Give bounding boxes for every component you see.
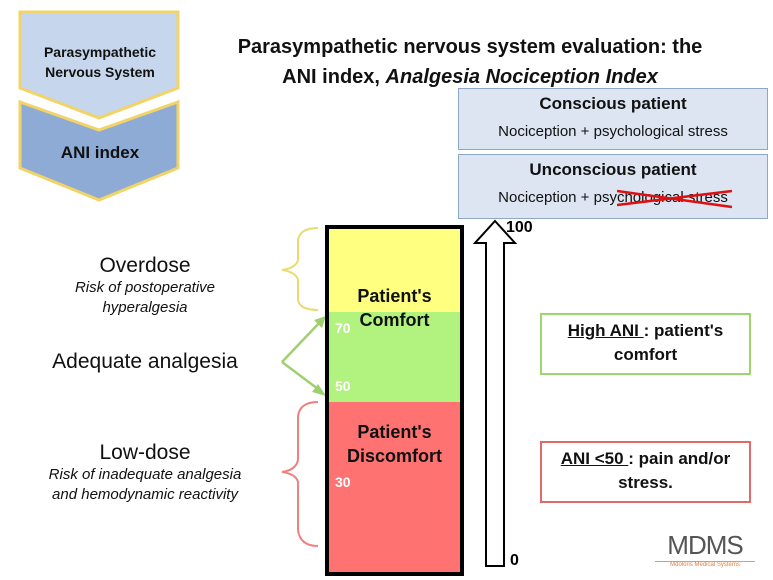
logo-name: MDMS	[667, 530, 743, 560]
logo-subtitle: Mdoloris Medical Systems	[655, 561, 755, 568]
chevron-graphic	[18, 10, 180, 202]
mdms-logo: MDMS Mdoloris Medical Systems	[655, 530, 755, 568]
green-arrow-down	[281, 361, 323, 393]
green-arrow-up	[281, 319, 323, 363]
low-ani-key: ANI <50	[560, 449, 629, 468]
lowdose-sublabel: Risk of inadequate analgesia and hemodyn…	[48, 466, 242, 503]
scale-min: 0	[510, 552, 519, 569]
overdose-bracket	[281, 227, 319, 311]
adequate-zone	[329, 312, 460, 402]
low-ani-box: ANI <50 : pain and/or stress.	[540, 441, 751, 503]
low-ani-text: : pain and/or stress.	[618, 449, 731, 492]
unconscious-heading: Unconscious patient	[529, 160, 697, 179]
adequate-label: Adequate analgesia	[52, 350, 238, 373]
high-ani-key: High ANI	[567, 321, 644, 340]
tick-50: 50	[335, 378, 351, 394]
title-plain: ANI index,	[282, 66, 386, 88]
struck-text: chological stress	[616, 189, 733, 209]
strike-cross	[616, 189, 733, 209]
lowdose-label-group: Low-dose Risk of inadequate analgesia an…	[40, 441, 250, 505]
conscious-heading: Conscious patient	[539, 94, 687, 113]
discomfort-label: Patient's Discomfort	[346, 422, 442, 466]
scale-arrow	[472, 219, 518, 567]
overdose-zone	[329, 229, 460, 312]
chevron-top-label: Parasympathetic Nervous System	[43, 44, 157, 80]
title-line2: ANI index, Analgesia Nociception Index	[190, 62, 750, 92]
lowdose-bracket	[281, 401, 319, 547]
tick-70: 70	[335, 320, 351, 336]
overdose-label: Overdose	[99, 254, 191, 277]
chevron-bottom	[18, 99, 180, 202]
ani-scale-bar: Patient's Comfort Patient's Discomfort 7…	[325, 225, 464, 576]
conscious-box: Conscious patient Nociception + psycholo…	[458, 88, 768, 150]
overdose-sublabel: Risk of postoperative hyperalgesia	[74, 279, 216, 316]
overdose-label-group: Overdose Risk of postoperative hyperalge…	[60, 254, 230, 318]
chevron-top	[18, 10, 180, 120]
tick-30: 30	[335, 474, 351, 490]
page-title: Parasympathetic nervous system evaluatio…	[190, 32, 750, 92]
comfort-label: Patient's Comfort	[357, 286, 432, 330]
unconscious-box: Unconscious patient Nociception + psycho…	[458, 154, 768, 219]
chevron-bottom-label: ANI index	[60, 143, 140, 162]
lowdose-label: Low-dose	[99, 441, 191, 464]
discomfort-zone	[329, 402, 460, 572]
scale-max: 100	[506, 219, 533, 236]
title-italic: Analgesia Nociception Index	[385, 66, 658, 88]
unconscious-text: Nociception + psychological stress	[459, 189, 767, 209]
title-line1: Parasympathetic nervous system evaluatio…	[237, 36, 703, 58]
high-ani-text: : patient's comfort	[613, 321, 724, 364]
brackets	[281, 227, 326, 547]
unconscious-plain: Nociception + psy	[498, 189, 617, 206]
high-ani-box: High ANI : patient's comfort	[540, 313, 751, 375]
conscious-text: Nociception + psychological stress	[498, 123, 728, 140]
